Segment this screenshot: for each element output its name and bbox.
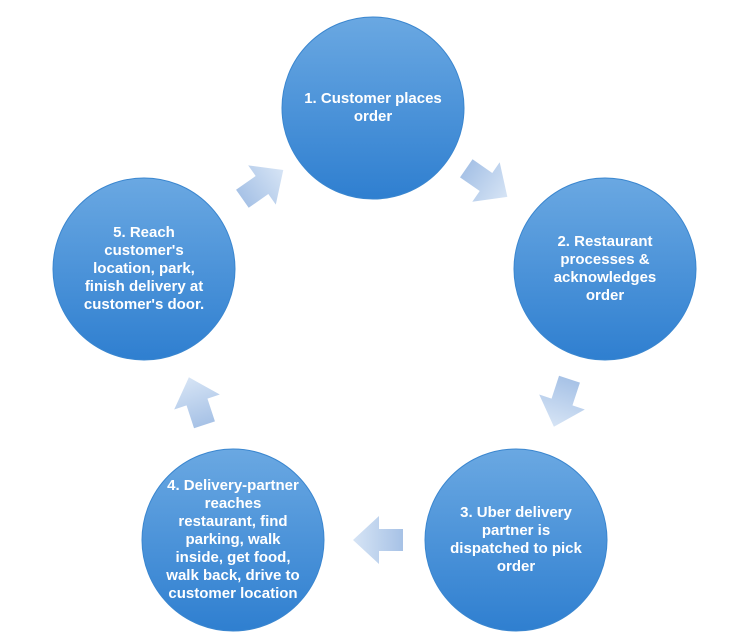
node-label-line: location, park,	[93, 260, 195, 277]
node-circle	[513, 177, 697, 361]
flow-arrow-n1-to-n2	[460, 159, 508, 202]
node-circle	[281, 16, 465, 200]
node-label-line: customer's	[104, 242, 183, 259]
node-label-line: 1. Customer places	[304, 90, 442, 107]
node-label-line: acknowledges	[554, 269, 657, 286]
node-label-line: customer's door.	[84, 296, 204, 313]
flow-arrow-n4-to-n5	[174, 377, 220, 429]
arrow-shape	[236, 165, 284, 208]
node-label-line: inside, get food,	[176, 549, 291, 566]
node-label-line: restaurant, find	[178, 513, 287, 530]
node-label-line: order	[354, 108, 393, 125]
node-label-line: finish delivery at	[85, 278, 203, 295]
node-circle	[424, 448, 608, 632]
node-label-line: 4. Delivery-partner	[167, 477, 299, 494]
node-label-line: 3. Uber delivery	[460, 504, 572, 521]
node-label-line: customer location	[168, 585, 297, 602]
node-label-line: order	[497, 558, 536, 575]
node-label-line: reaches	[205, 495, 262, 512]
arrow-shape	[539, 375, 585, 427]
node-circle	[52, 177, 236, 361]
node-label-line: 2. Restaurant	[557, 233, 652, 250]
node-label-line: parking, walk	[185, 531, 281, 548]
node-label-line: partner is	[482, 522, 550, 539]
node-label-line: processes &	[560, 251, 649, 268]
flow-arrow-n5-to-n1	[236, 165, 284, 208]
arrow-shape	[460, 159, 508, 202]
node-label-line: order	[586, 287, 625, 304]
arrow-shape	[353, 516, 403, 564]
node-circle	[141, 448, 325, 632]
node-label-line: walk back, drive to	[165, 567, 299, 584]
node-label-line: dispatched to pick	[450, 540, 582, 557]
flow-arrow-n3-to-n4	[353, 516, 403, 564]
arrow-shape	[174, 377, 220, 429]
flow-arrow-n2-to-n3	[539, 375, 585, 427]
node-label-line: 5. Reach	[113, 224, 175, 241]
